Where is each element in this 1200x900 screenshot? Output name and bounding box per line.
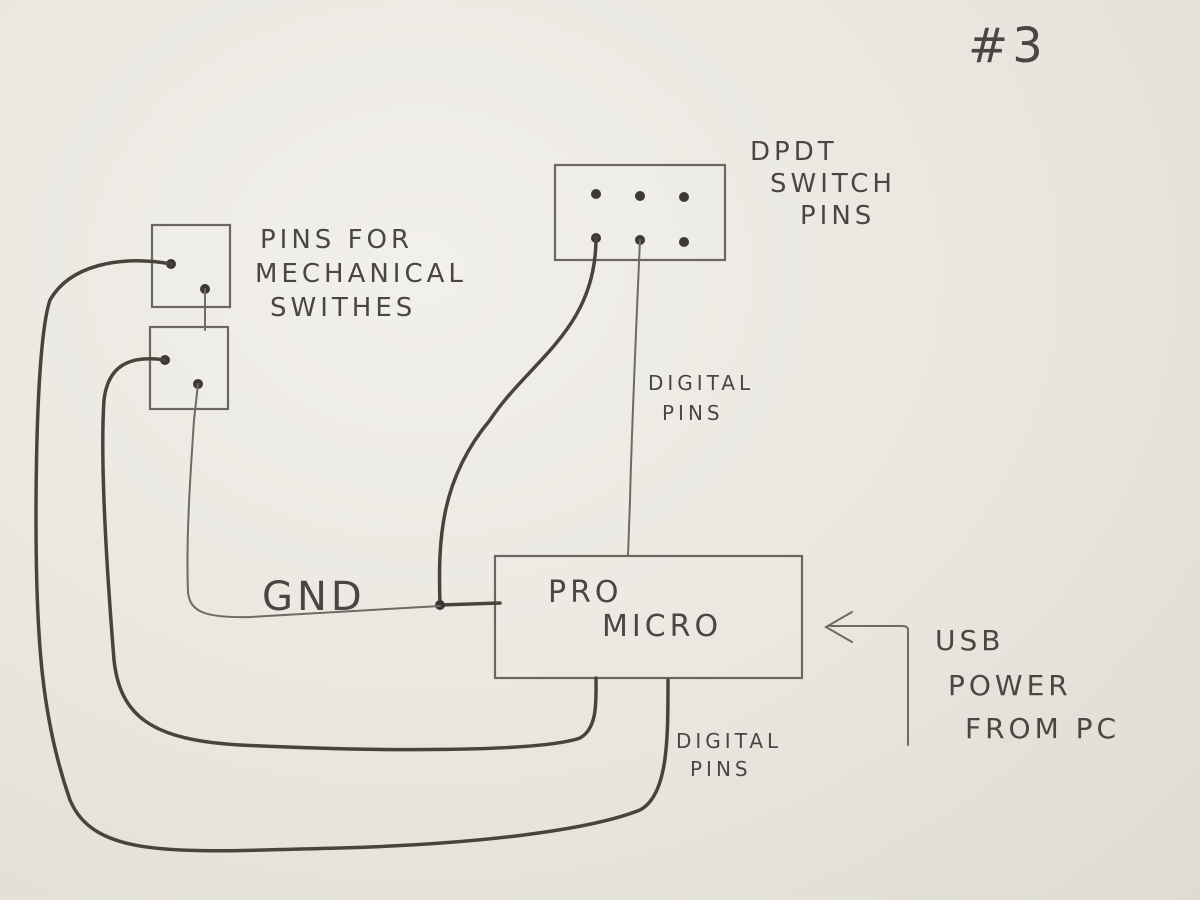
wire-mech-top-to-digital	[34, 259, 670, 853]
sheet-number: #3	[968, 18, 1047, 74]
digital-label-line: PINS	[690, 757, 752, 781]
mech-label-line: SWITHES	[270, 293, 416, 323]
wire-dpdt-to-digital	[627, 239, 641, 557]
digital-label-line: DIGITAL	[648, 371, 754, 395]
mech-label-line: PINS FOR	[260, 225, 413, 255]
wire-mech-to-gnd	[186, 288, 441, 619]
digital-pins-label-bottom: DIGITAL PINS	[676, 729, 793, 781]
mech-label-line: MECHANICAL	[255, 259, 467, 289]
usb-label-line: POWER	[948, 669, 1072, 702]
mechanical-switch-block-top	[150, 223, 232, 309]
mech-switch-box	[148, 325, 230, 411]
digital-label-line: DIGITAL	[676, 729, 782, 753]
dpdt-pin	[679, 192, 689, 202]
mech-label: PINS FOR MECHANICAL SWITHES	[255, 225, 479, 323]
dpdt-label: DPDT SWITCH PINS	[750, 137, 908, 231]
digital-label-line: PINS	[662, 401, 724, 425]
digital-pins-label-top: DIGITAL PINS	[648, 371, 765, 425]
pro-micro-label: PRO MICRO	[548, 575, 722, 644]
usb-label-line: FROM PC	[965, 712, 1120, 745]
dpdt-label-line: PINS	[800, 201, 875, 231]
mechanical-switch-block-bottom	[148, 325, 230, 411]
mech-switch-box	[150, 223, 232, 309]
dpdt-label-line: SWITCH	[770, 169, 896, 199]
wire-gnd-to-pro-micro	[438, 601, 502, 607]
wire-mech-bottom-to-digital	[100, 357, 598, 752]
dpdt-label-line: DPDT	[750, 137, 838, 167]
dpdt-pin	[635, 191, 645, 201]
pro-micro-label-line: PRO	[548, 575, 623, 610]
pro-micro-label-line: MICRO	[602, 609, 722, 644]
arrow-head-icon	[823, 611, 853, 643]
usb-label-line: USB	[935, 624, 1004, 657]
pro-micro-box	[493, 554, 804, 680]
usb-label: USB POWER FROM PC	[935, 624, 1120, 745]
wire-dpdt-to-gnd	[437, 236, 598, 607]
dpdt-pin	[591, 189, 601, 199]
usb-power-arrow-line	[829, 625, 909, 746]
gnd-label: GND	[262, 574, 366, 620]
dpdt-pin	[679, 237, 689, 247]
